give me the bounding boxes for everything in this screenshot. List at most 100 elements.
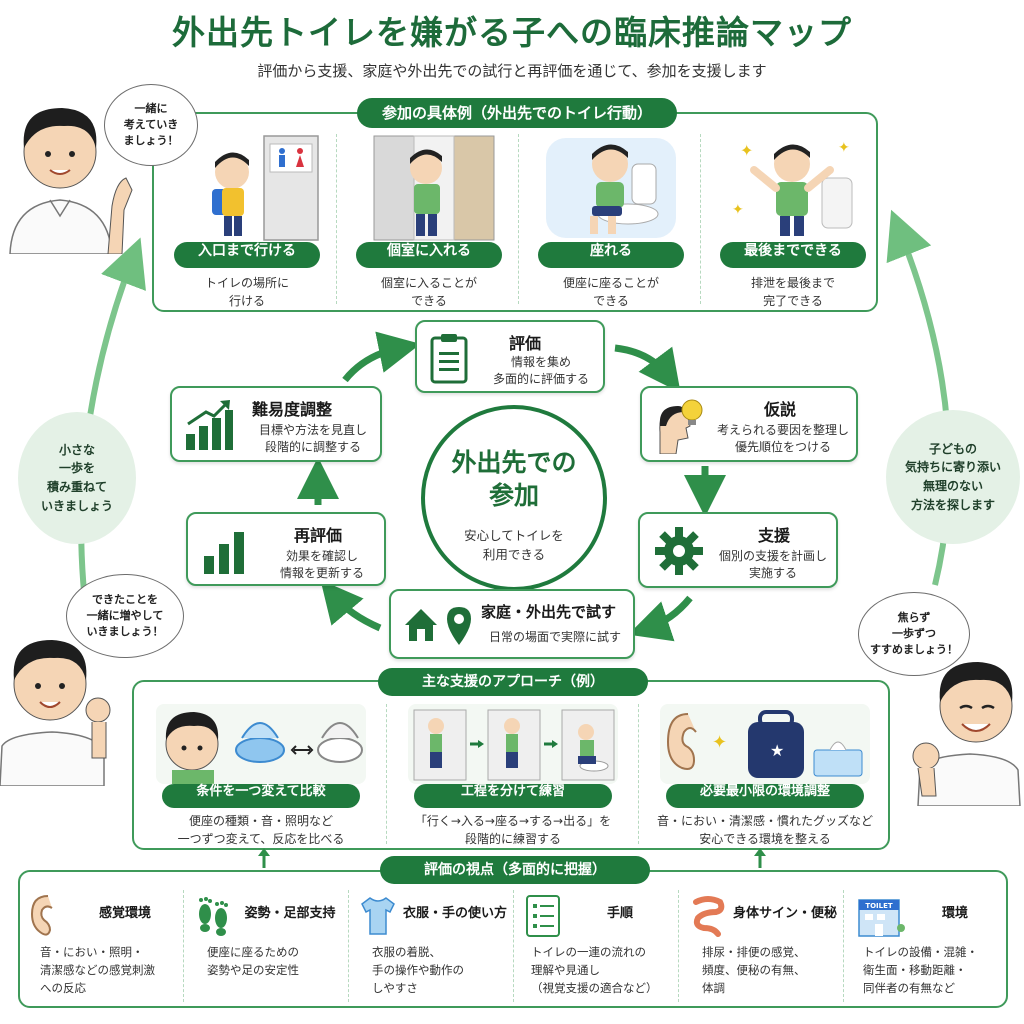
examples-heading: 参加の具体例（外出先でのトイレ行動） [357, 98, 677, 128]
clipboard-icon [430, 334, 468, 384]
arrow-support-to-trial [628, 595, 693, 642]
cycle-hypothesis: 仮説 考えられる要因を整理し優先順位をつける [640, 386, 858, 462]
viewpoint-desc: 排尿・排便の感覚、頻度、便秘の有無、体調 [702, 945, 806, 995]
arrow-evaluate-to-hypothesis [614, 344, 681, 393]
cycle-desc: 日常の場面で実際に試す [488, 630, 621, 644]
cycle-title: 難易度調整 [252, 400, 333, 419]
speech-bubble-left-low: できたことを一緒に増やしていきましょう！ [66, 574, 184, 658]
gear-icon [655, 527, 703, 575]
step-practice-illustration [408, 704, 618, 784]
cycle-title: 再評価 [294, 526, 343, 545]
approach-compare: 条件を一つ変えて比較 便座の種類・音・照明など一つずつ変えて、反応を比べる [148, 700, 374, 846]
cycle-support: 支援 個別の支援を計画し実施する [638, 512, 838, 588]
toilet-seat-comparison-illustration [156, 704, 366, 784]
divider [336, 134, 337, 304]
examples-panel: 参加の具体例（外出先でのトイレ行動） 入口まで行ける トイレの場所に行ける [152, 98, 878, 312]
divider [386, 704, 387, 844]
divider [700, 134, 701, 304]
viewpoint-label: 感覚環境 [98, 906, 151, 921]
divider [518, 134, 519, 304]
cycle-desc: 情報を集め多面的に評価する [492, 355, 589, 387]
divider [678, 890, 679, 1002]
page-subtitle: 評価から支援、家庭や外出先での試行と再評価を通じて、参加を支援します [257, 62, 767, 80]
cycle-evaluate: 評価 情報を集め多面的に評価する [415, 320, 605, 393]
cycle-desc: 個別の支援を計画し実施する [718, 549, 827, 581]
footprints-icon [199, 897, 228, 936]
cycle-title: 評価 [509, 334, 542, 353]
viewpoint-label: 姿勢・足部支持 [244, 906, 336, 921]
viewpoint-clothing: 衣服・手の使い方 衣服の着脱、手の操作や動作のしやすさ [352, 894, 512, 1004]
example-desc: 排泄を最後まで完了できる [750, 276, 835, 308]
cycle-desc: 考えられる要因を整理し優先順位をつける [716, 423, 849, 455]
viewpoint-desc: 音・におい・照明・清潔感などの感覚刺激への反応 [40, 945, 155, 995]
center-desc: 安心してトイレを利用できる [464, 528, 564, 562]
example-label: 最後までできる [720, 242, 866, 268]
example-desc: トイレの場所に行ける [204, 276, 289, 308]
speech-bubble-right-low: 焦らず一歩ずつすすめましょう！ [858, 592, 970, 676]
intestine-icon [693, 896, 725, 937]
approach-desc: 音・におい・清潔感・慣れたグッズなど安心できる環境を整える [656, 814, 873, 846]
connector-arrows [258, 848, 766, 868]
viewpoint-procedure: 手順 トイレの一連の流れの理解や見通し（視覚支援の適合など） [517, 894, 677, 1004]
example-complete: ✦✦ ✦ 最後までできる 排泄を最後まで完了できる [704, 134, 882, 312]
viewpoint-label: 手順 [606, 906, 633, 921]
viewpoint-label: 環境 [941, 906, 968, 921]
example-sit: 座れる 便座に座ることができる [522, 134, 700, 312]
example-label: 座れる [538, 242, 684, 268]
viewpoint-desc: トイレの一連の流れの理解や見通し（視覚支援の適合など） [531, 945, 658, 995]
viewpoint-posture: 姿勢・足部支持 便座に座るための姿勢や足の安定性 [187, 894, 347, 1004]
therapist-pointing-illustration [9, 108, 133, 254]
example-desc: 便座に座ることができる [562, 276, 659, 308]
example-label: 個室に入れる [356, 242, 502, 268]
viewpoint-sensory: 感覚環境 音・におい・照明・清潔感などの感覚刺激への反応 [22, 894, 182, 1004]
example-label: 入口まで行ける [174, 242, 320, 268]
child-entering-stall-illustration [373, 135, 495, 241]
viewpoint-environment: TOILET 環境 トイレの設備・混雑・衛生面・移動距離・同伴者の有無など [847, 894, 1007, 1004]
cycle-reeval: 再評価 効果を確認し情報を更新する [186, 512, 386, 586]
viewpoint-body-signs: 身体サイン・便秘 排尿・排便の感覚、頻度、便秘の有無、体調 [682, 894, 842, 1004]
speech-bubble-top-left: 一緒に考えていきましょう！ [104, 84, 198, 166]
divider [638, 704, 639, 844]
viewpoints-heading: 評価の視点（多面的に把握） [380, 856, 650, 884]
tshirt-icon [361, 897, 395, 935]
toilet-building-icon: TOILET [858, 899, 905, 937]
viewpoint-desc: 便座に座るための姿勢や足の安定性 [207, 945, 299, 977]
cycle-difficulty: 難易度調整 目標や方法を見直し段階的に調整する [170, 386, 382, 462]
svg-text:TOILET: TOILET [865, 902, 893, 910]
cycle-title: 仮説 [764, 400, 797, 419]
viewpoint-desc: 衣服の着脱、手の操作や動作のしやすさ [372, 945, 464, 995]
approach-label: 条件を一つ変えて比較 [162, 784, 360, 808]
viewpoint-label: 身体サイン・便秘 [732, 906, 837, 921]
approach-desc: 「行く→入る→座る→する→出る」を段階的に練習する [414, 814, 612, 846]
checklist-icon [526, 895, 560, 937]
divider [183, 890, 184, 1002]
child-cheering-illustration: ✦✦ ✦ [732, 140, 853, 236]
svg-text:✦: ✦ [838, 140, 850, 156]
center-participation-circle: 外出先での参加 安心してトイレを利用できる [421, 405, 607, 591]
cycle-trial: 家庭・外出先で試す 日常の場面で実際に試す [389, 589, 635, 659]
location-pin-icon [447, 607, 471, 645]
encouragement-bubble-left: 小さな一歩を積み重ねていきましょう [18, 412, 136, 544]
approaches-panel: 主な支援のアプローチ（例） 条件を一つ変えて比較 便座の種類・音・照明など一つず… [132, 668, 890, 850]
divider [348, 890, 349, 1002]
example-desc: 個室に入ることができる [380, 276, 477, 308]
growth-chart-icon [186, 400, 233, 450]
viewpoint-label: 衣服・手の使い方 [402, 906, 507, 921]
bar-chart-icon [204, 532, 244, 574]
approach-desc: 便座の種類・音・照明など一つずつ変えて、反応を比べる [177, 814, 345, 846]
approaches-heading: 主な支援のアプローチ（例） [378, 668, 648, 696]
encouragement-bubble-right: 子どもの気持ちに寄り添い無理のない方法を探します [886, 410, 1020, 544]
child-entering-toilet-illustration [212, 135, 319, 241]
arrow-difficulty-to-evaluate [342, 331, 421, 383]
approach-label: 必要最小限の環境調整 [666, 784, 864, 808]
page-title: 外出先トイレを嫌がる子への臨床推論マップ [172, 13, 852, 52]
house-icon [405, 609, 437, 641]
lightbulb-head-icon [659, 399, 703, 454]
arrow-trial-to-reeval [320, 579, 382, 632]
cycle-title: 支援 [758, 526, 791, 545]
therapist-encouraging-illustration [0, 640, 111, 786]
ear-icon [30, 895, 53, 936]
approach-environment: ✦ ★ 必要最小限の環境調整 音・におい・清潔感・慣れたグッズなど安心できる環境… [652, 700, 878, 846]
divider [513, 890, 514, 1002]
svg-text:✦: ✦ [712, 732, 727, 753]
